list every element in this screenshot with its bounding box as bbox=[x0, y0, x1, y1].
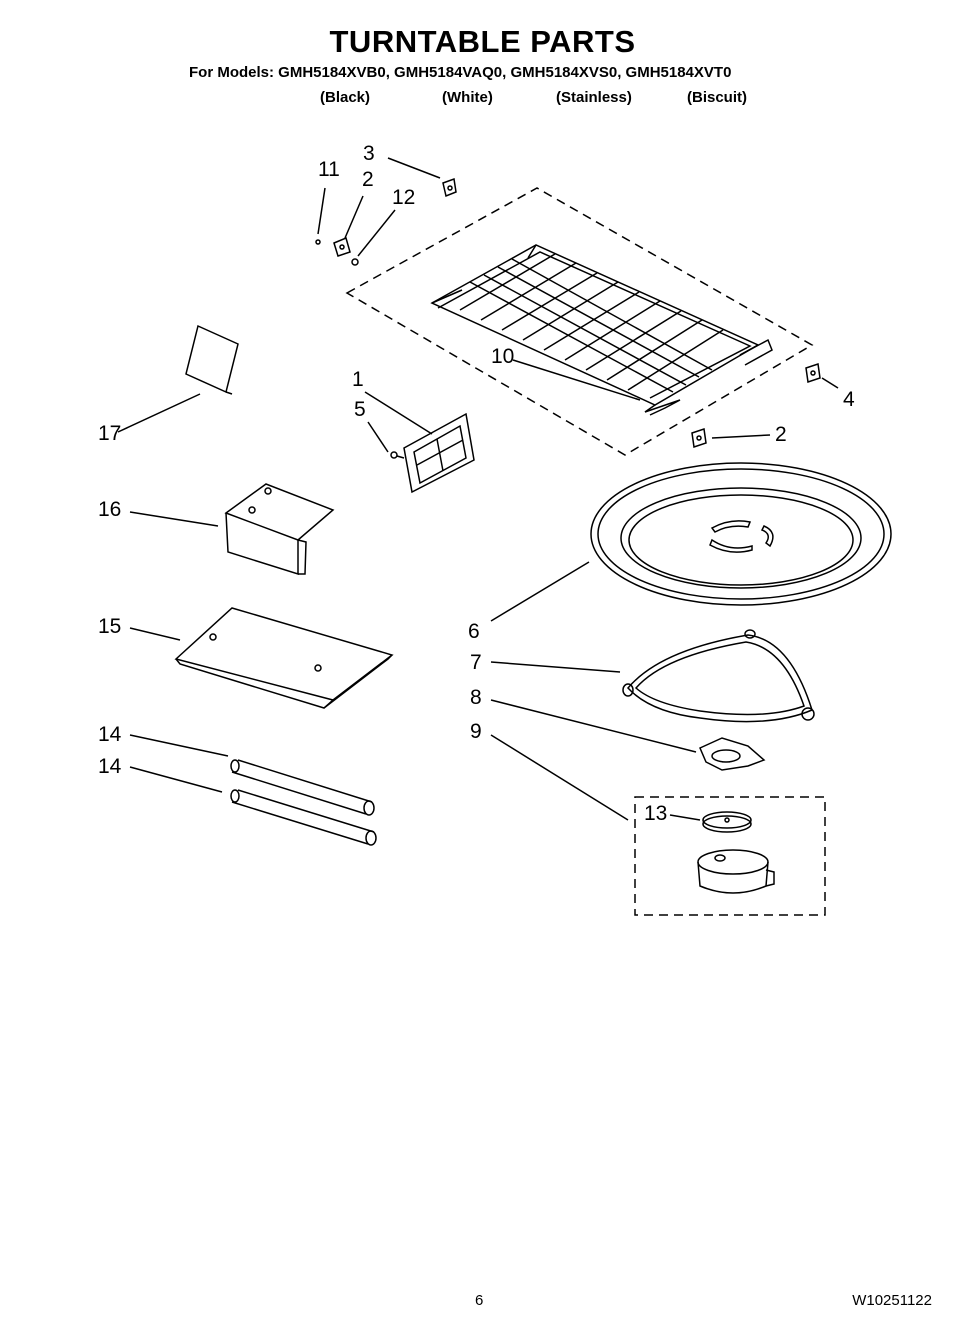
coupler-part-8 bbox=[699, 737, 766, 771]
wire-rack bbox=[430, 244, 773, 416]
clip-part-2-top bbox=[333, 236, 351, 257]
callout-8: 8 bbox=[470, 686, 482, 709]
callout-2-top: 2 bbox=[362, 168, 374, 191]
callout-17: 17 bbox=[98, 422, 121, 445]
clip-part-2-right bbox=[691, 428, 707, 448]
callout-9: 9 bbox=[470, 720, 482, 743]
callout-13: 13 bbox=[644, 802, 667, 825]
callout-11: 11 bbox=[318, 158, 340, 181]
document-number: W10251122 bbox=[852, 1292, 932, 1309]
callout-15: 15 bbox=[98, 615, 121, 638]
color-stainless: (Stainless) bbox=[556, 89, 632, 106]
callout-5: 5 bbox=[354, 398, 366, 421]
callout-3: 3 bbox=[363, 142, 375, 165]
leader-lines bbox=[117, 157, 839, 821]
rod-part-14-upper bbox=[230, 759, 375, 816]
page-title: TURNTABLE PARTS bbox=[329, 24, 636, 59]
cover-part-16 bbox=[224, 483, 335, 576]
clip-part-3 bbox=[442, 177, 457, 198]
motor-group-outline bbox=[634, 796, 826, 916]
clip-part-4 bbox=[805, 363, 821, 383]
color-white: (White) bbox=[442, 89, 493, 106]
tray-part-15 bbox=[174, 607, 394, 709]
callout-14-upper: 14 bbox=[98, 723, 122, 746]
callout-1: 1 bbox=[352, 368, 364, 391]
bracket-part-1 bbox=[403, 412, 475, 494]
card-part-17 bbox=[185, 324, 239, 395]
callout-4: 4 bbox=[843, 388, 855, 411]
callout-16: 16 bbox=[98, 498, 121, 521]
glass-tray-part-6 bbox=[590, 462, 892, 606]
callout-6: 6 bbox=[468, 620, 480, 643]
callout-14-lower: 14 bbox=[98, 755, 122, 778]
color-black: (Black) bbox=[320, 89, 371, 106]
rack-group-outline bbox=[345, 187, 814, 456]
screw-part-11 bbox=[315, 239, 321, 245]
page-number: 6 bbox=[475, 1292, 484, 1309]
callout-10: 10 bbox=[491, 345, 514, 368]
disc-part-13 bbox=[702, 811, 752, 833]
rod-part-14-lower bbox=[230, 789, 377, 846]
models-line: For Models: GMH5184XVB0, GMH5184VAQ0, GM… bbox=[189, 64, 732, 81]
callout-7: 7 bbox=[470, 651, 482, 674]
callout-12: 12 bbox=[392, 186, 415, 209]
color-biscuit: (Biscuit) bbox=[687, 89, 747, 106]
turntable-motor bbox=[697, 849, 775, 894]
callout-2-right: 2 bbox=[775, 423, 787, 446]
screw-part-5 bbox=[390, 451, 405, 459]
screw-part-12 bbox=[351, 258, 359, 266]
roller-ring-part-7 bbox=[622, 629, 815, 723]
